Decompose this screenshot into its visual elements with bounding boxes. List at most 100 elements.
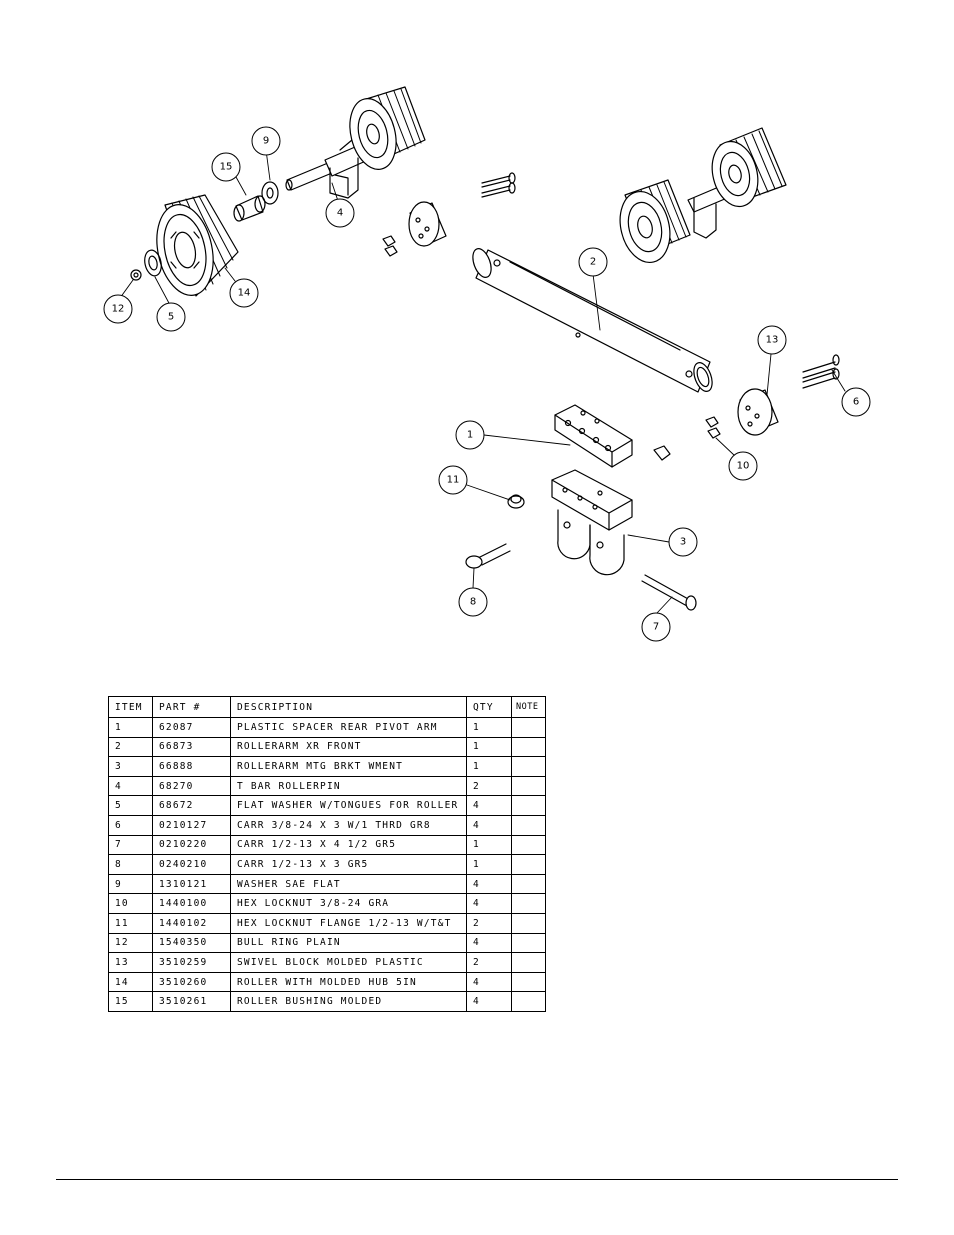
header-part: PART #: [152, 696, 231, 718]
cell-qty: 1: [466, 834, 512, 856]
cell-note: [511, 873, 546, 895]
hex-locknut-flange-11: [507, 494, 525, 509]
swivel-block-lower: [737, 388, 779, 436]
callout-4: [325, 198, 355, 228]
cell-item: 2: [108, 736, 153, 758]
cell-qty: 1: [466, 717, 512, 738]
callout-label-12: 12: [112, 304, 125, 315]
roller-left-front: [156, 194, 239, 297]
callout-label-13: 13: [766, 335, 779, 346]
hex-locknuts-lower: [705, 416, 721, 439]
cell-part: 1440102: [152, 912, 231, 934]
bull-ring-12: [130, 269, 142, 281]
callout-3: [668, 527, 698, 557]
callout-9: [251, 126, 281, 156]
cell-description: BULL RING PLAIN: [230, 932, 467, 954]
callout-label-10: 10: [737, 461, 750, 472]
cell-item: 6: [108, 814, 153, 836]
rollerarm-mtg-bracket-3: [551, 469, 633, 576]
cell-part: 1540350: [152, 932, 231, 954]
callout-2: [578, 247, 608, 277]
callout-15: [211, 152, 241, 182]
callout-5: [156, 302, 186, 332]
cell-qty: 4: [466, 795, 512, 816]
cell-note: [511, 854, 546, 875]
cell-part: 3510261: [152, 991, 231, 1012]
callout-label-7: 7: [653, 622, 659, 633]
cell-qty: 4: [466, 893, 512, 914]
header-item: ITEM: [108, 696, 153, 718]
carriage-bolts-lower: [802, 354, 840, 389]
cell-item: 10: [108, 893, 153, 914]
cell-note: [511, 912, 546, 934]
cell-qty: 4: [466, 991, 512, 1012]
cell-part: 66873: [152, 736, 231, 758]
callout-label-3: 3: [680, 537, 686, 548]
callout-6: [841, 387, 871, 417]
callout-label-2: 2: [590, 257, 596, 268]
cell-item: 3: [108, 756, 153, 777]
footer-rule: [56, 1179, 898, 1180]
callout-8: [458, 587, 488, 617]
callout-label-15: 15: [220, 162, 233, 173]
table-header-row: ITEM PART # DESCRIPTION QTY NOTE: [108, 696, 546, 718]
cell-part: 1440100: [152, 893, 231, 914]
cell-part: 3510259: [152, 952, 231, 973]
header-note: NOTE: [511, 696, 546, 718]
cell-description: ROLLER WITH MOLDED HUB 5IN: [230, 971, 467, 993]
header-qty: QTY: [466, 696, 512, 718]
cell-note: [511, 775, 546, 797]
rollerarm-front-2: [472, 248, 713, 393]
cell-part: 66888: [152, 756, 231, 777]
cell-description: ROLLERARM MTG BRKT WMENT: [230, 756, 467, 777]
cell-description: CARR 3/8-24 X 3 W/1 THRD GR8: [230, 814, 467, 836]
carriage-bolts-upper: [481, 172, 516, 198]
cell-item: 11: [108, 912, 153, 934]
cell-note: [511, 952, 546, 973]
cell-part: 0210220: [152, 834, 231, 856]
callout-7: [641, 612, 671, 642]
cell-part: 0210127: [152, 814, 231, 836]
hex-locknuts-upper: [382, 235, 398, 257]
cell-part: 68270: [152, 775, 231, 797]
cell-note: [511, 756, 546, 777]
cell-description: HEX LOCKNUT FLANGE 1/2-13 W/T&T: [230, 912, 467, 934]
callout-14: [229, 278, 259, 308]
cell-part: 3510260: [152, 971, 231, 993]
roller-right-rear: [711, 127, 787, 208]
callout-label-9: 9: [263, 136, 269, 147]
cell-item: 1: [108, 717, 153, 738]
callout-label-14: 14: [238, 288, 251, 299]
roller-right-front: [619, 179, 691, 264]
cell-item: 15: [108, 991, 153, 1012]
cell-description: HEX LOCKNUT 3/8-24 GRA: [230, 893, 467, 914]
cell-description: SWIVEL BLOCK MOLDED PLASTIC: [230, 952, 467, 973]
cell-note: [511, 795, 546, 816]
callout-label-6: 6: [853, 397, 859, 408]
cell-item: 7: [108, 834, 153, 856]
cell-item: 8: [108, 854, 153, 875]
cell-item: 4: [108, 775, 153, 797]
roller-bushing-15: [233, 195, 266, 222]
cell-note: [511, 717, 546, 738]
callout-13: [757, 325, 787, 355]
swivel-block-upper: [408, 201, 447, 247]
callout-10: [728, 451, 758, 481]
cell-note: [511, 991, 546, 1012]
cell-qty: 1: [466, 756, 512, 777]
cell-description: FLAT WASHER W/TONGUES FOR ROLLER: [230, 795, 467, 816]
cell-qty: 4: [466, 971, 512, 993]
washer-9: [261, 181, 279, 205]
callout-11: [438, 465, 468, 495]
cell-qty: 4: [466, 932, 512, 954]
